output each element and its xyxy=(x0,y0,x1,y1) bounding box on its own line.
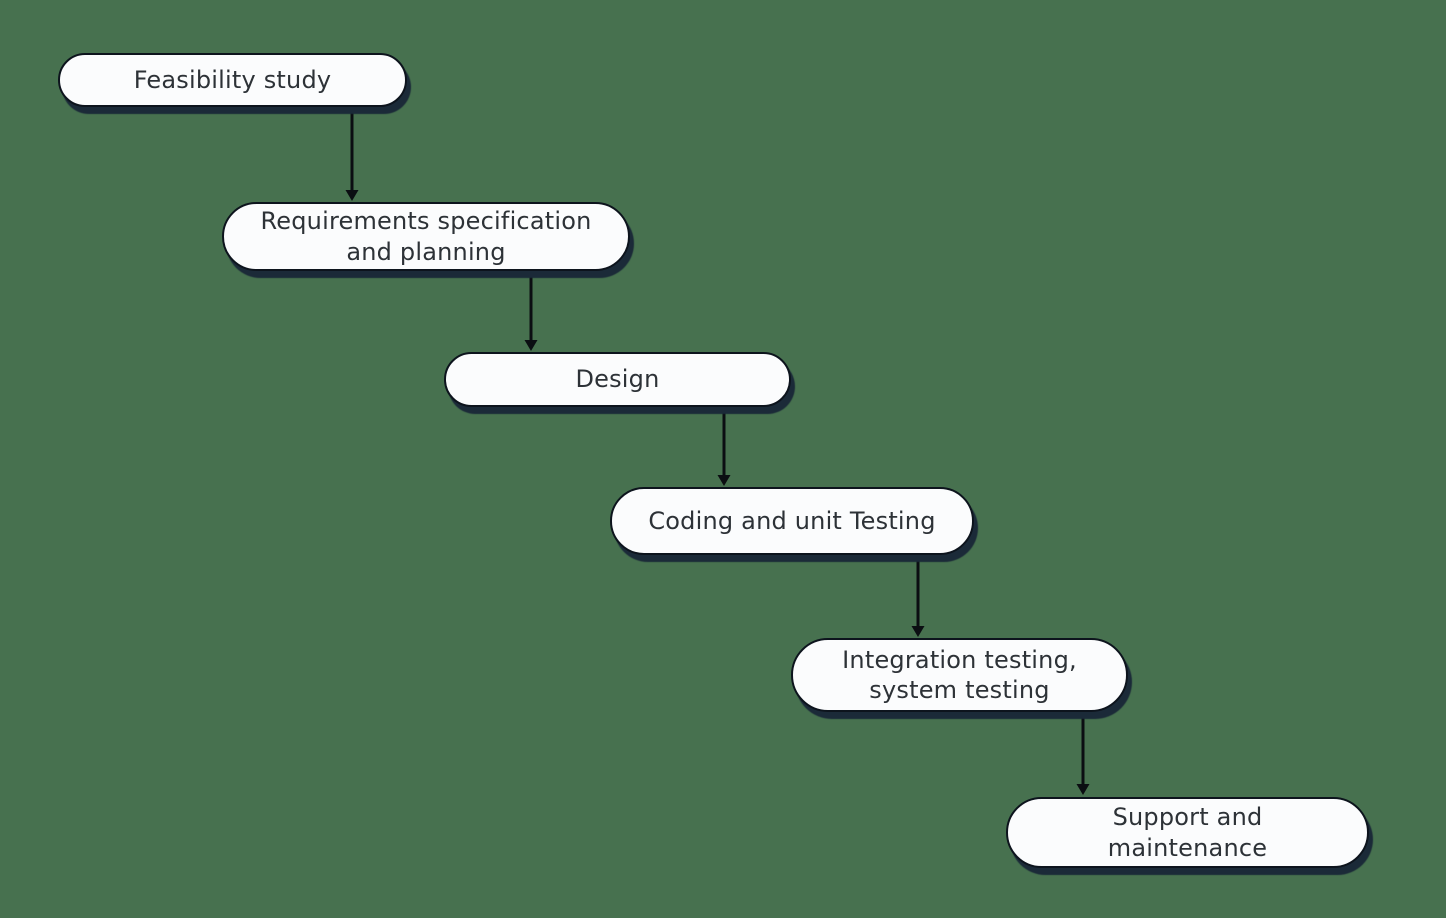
flow-box-label: Support and maintenance xyxy=(1107,803,1268,862)
flow-box-label: Coding and unit Testing xyxy=(648,506,936,535)
flow-box-integration-system-testing: Integration testing, system testing xyxy=(791,638,1128,712)
flow-box-requirements-specification: Requirements specification and planning xyxy=(222,202,630,271)
connector-arrow-5 xyxy=(1076,712,1090,795)
connector-arrow-4 xyxy=(911,555,925,637)
flow-box-feasibility-study: Feasibility study xyxy=(58,53,407,107)
flow-box-label: Feasibility study xyxy=(133,65,332,94)
flow-box-label: Requirements specification and planning xyxy=(260,207,592,266)
connector-arrow-1 xyxy=(345,107,359,201)
connector-arrow-3 xyxy=(717,407,731,486)
connector-arrow-2 xyxy=(524,271,538,351)
flow-box-label: Integration testing, system testing xyxy=(842,645,1077,704)
flow-box-design: Design xyxy=(444,352,791,407)
flow-box-support-maintenance: Support and maintenance xyxy=(1006,797,1369,868)
flow-box-label: Design xyxy=(575,365,660,394)
flow-box-coding-unit-testing: Coding and unit Testing xyxy=(610,487,974,555)
